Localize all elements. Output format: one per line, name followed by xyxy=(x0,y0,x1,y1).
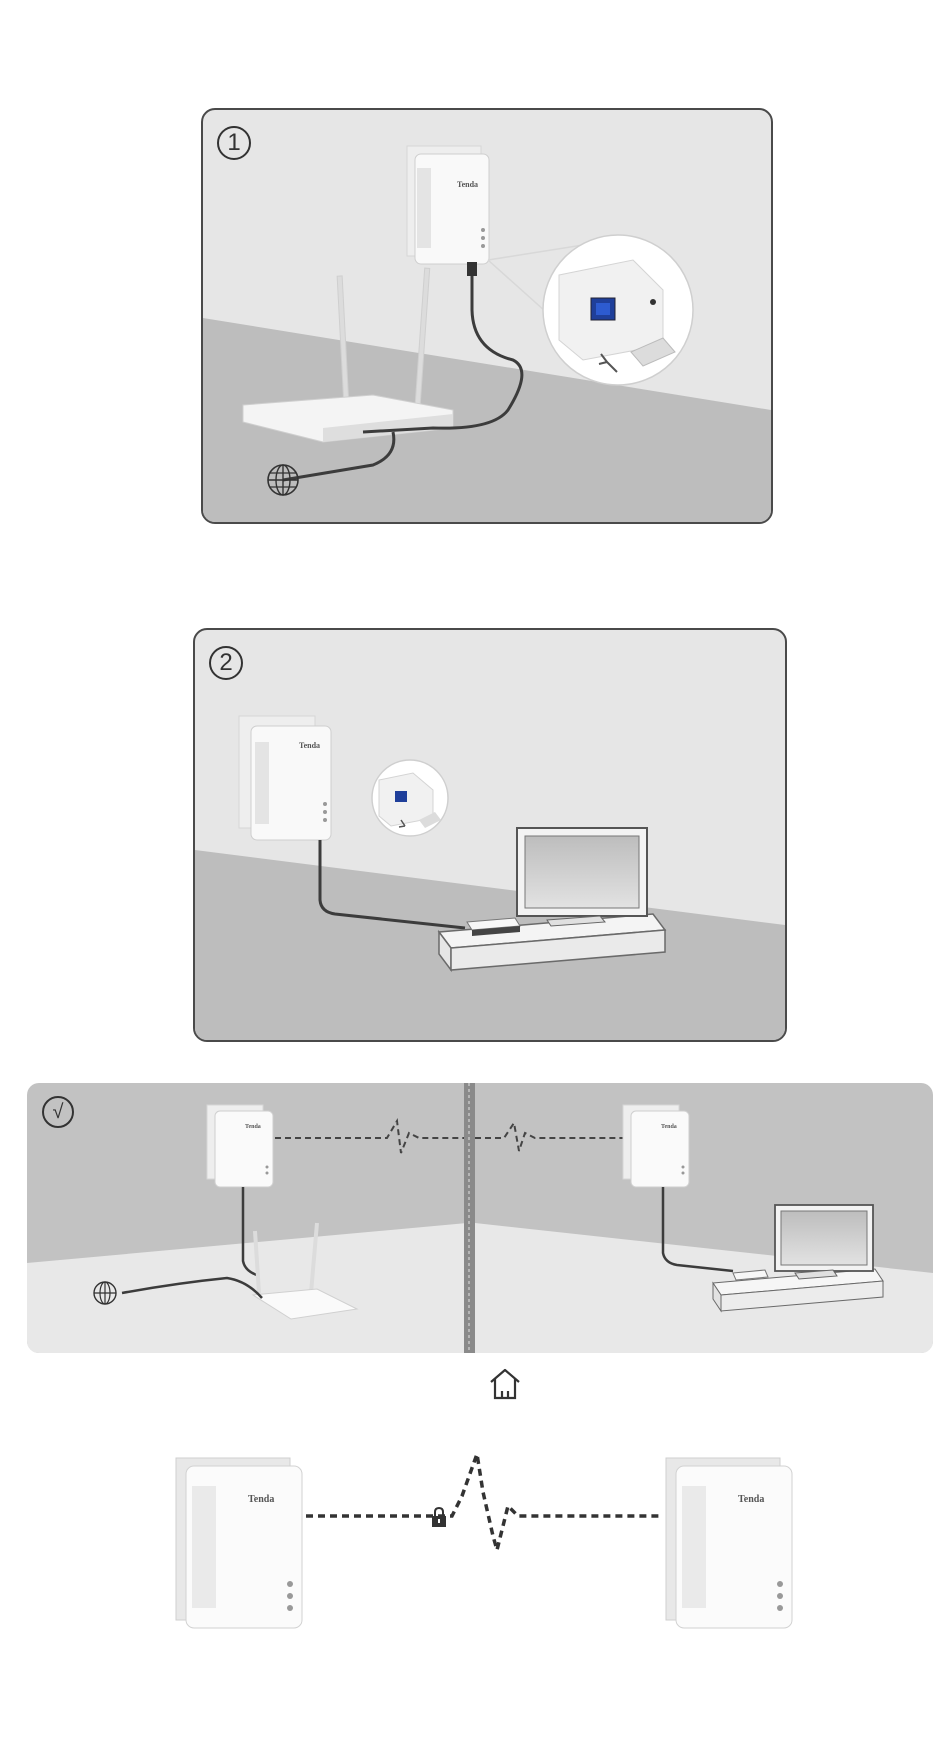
pairing-illustration: Tenda Tenda xyxy=(0,1330,950,1630)
brand-label-2: Tenda xyxy=(299,741,320,750)
result-panel: Tenda Tenda √ xyxy=(27,1083,933,1353)
lock-icon xyxy=(432,1508,446,1527)
brand-label-3: Tenda xyxy=(245,1124,261,1130)
step-2-panel: Tenda 2 xyxy=(193,628,787,1042)
globe-icon xyxy=(94,1282,116,1304)
step-number-badge: 1 xyxy=(217,126,251,160)
result-check-badge: √ xyxy=(42,1096,74,1128)
step-1-panel: Tenda 1 xyxy=(201,108,773,524)
step-number-badge: 2 xyxy=(209,646,243,680)
brand-label-5: Tenda xyxy=(248,1494,274,1505)
brand-label-4: Tenda xyxy=(661,1124,677,1130)
brand-label-6: Tenda xyxy=(738,1494,764,1505)
globe-icon xyxy=(268,465,298,495)
step-2-illustration: Tenda xyxy=(195,630,785,1040)
brand-label-1: Tenda xyxy=(457,180,478,189)
result-illustration: Tenda Tenda xyxy=(27,1083,933,1353)
step-1-illustration: Tenda xyxy=(203,110,771,522)
